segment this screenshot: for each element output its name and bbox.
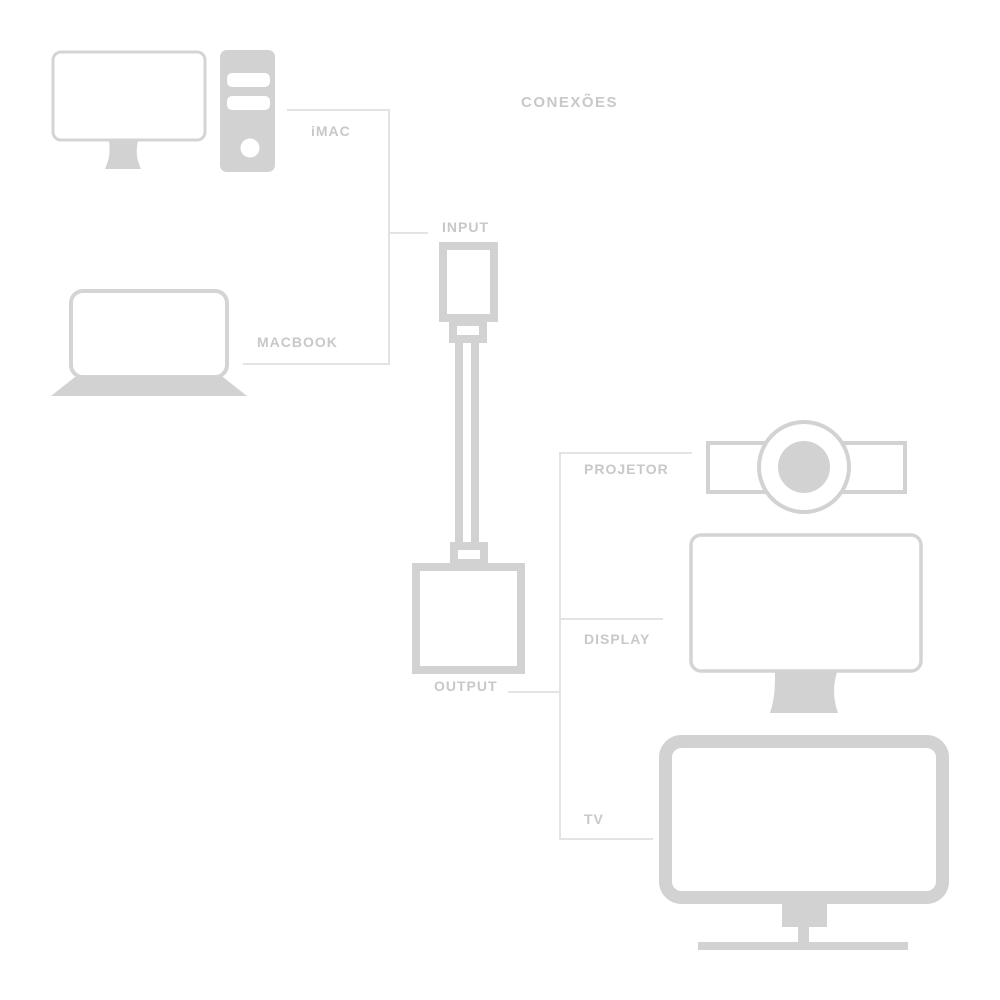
tv-base xyxy=(698,942,908,950)
input-label: INPUT xyxy=(442,219,489,235)
imac-monitor-stand xyxy=(105,140,141,169)
input-branch-line xyxy=(388,232,428,234)
display-icon xyxy=(689,533,923,713)
display-screen xyxy=(689,533,923,673)
macbook-icon xyxy=(51,289,247,396)
left-vertical-line xyxy=(388,109,390,365)
adapter-cable-icon xyxy=(412,242,525,674)
output-branch-line xyxy=(508,691,561,693)
projector-lens xyxy=(778,441,830,493)
adapter-output-neck xyxy=(450,542,488,567)
projector-icon xyxy=(706,420,907,514)
tv-screen xyxy=(659,735,949,904)
adapter-input-connector xyxy=(439,242,498,322)
display-label: DISPLAY xyxy=(584,631,651,647)
tower-drive-slot xyxy=(227,96,270,110)
macbook-base xyxy=(51,377,247,396)
macbook-label: MACBOOK xyxy=(257,334,338,350)
macbook-screen xyxy=(69,289,229,379)
output-label: OUTPUT xyxy=(434,678,498,694)
macbook-connector-line xyxy=(243,363,390,365)
imac-monitor-screen xyxy=(51,50,207,142)
display-branch-line xyxy=(559,618,663,620)
right-vertical-line xyxy=(559,452,561,840)
tv-icon xyxy=(659,735,949,950)
adapter-cable-left-strand xyxy=(455,340,463,546)
display-stand xyxy=(770,672,838,713)
adapter-output-connector xyxy=(412,563,525,674)
imac-connector-line xyxy=(287,109,390,111)
tv-label: TV xyxy=(584,811,604,827)
adapter-input-neck xyxy=(449,318,487,343)
tv-stem xyxy=(798,900,809,946)
tv-branch-line xyxy=(559,838,653,840)
adapter-cable-right-strand xyxy=(471,340,479,546)
projetor-label: PROJETOR xyxy=(584,461,669,477)
projetor-branch-line xyxy=(559,452,692,454)
imac-label: iMAC xyxy=(311,123,351,139)
tower-power-button xyxy=(240,138,260,158)
imac-icon xyxy=(51,50,275,172)
tower-drive-slot xyxy=(227,73,270,87)
diagram-title: CONEXÕES xyxy=(521,94,619,111)
